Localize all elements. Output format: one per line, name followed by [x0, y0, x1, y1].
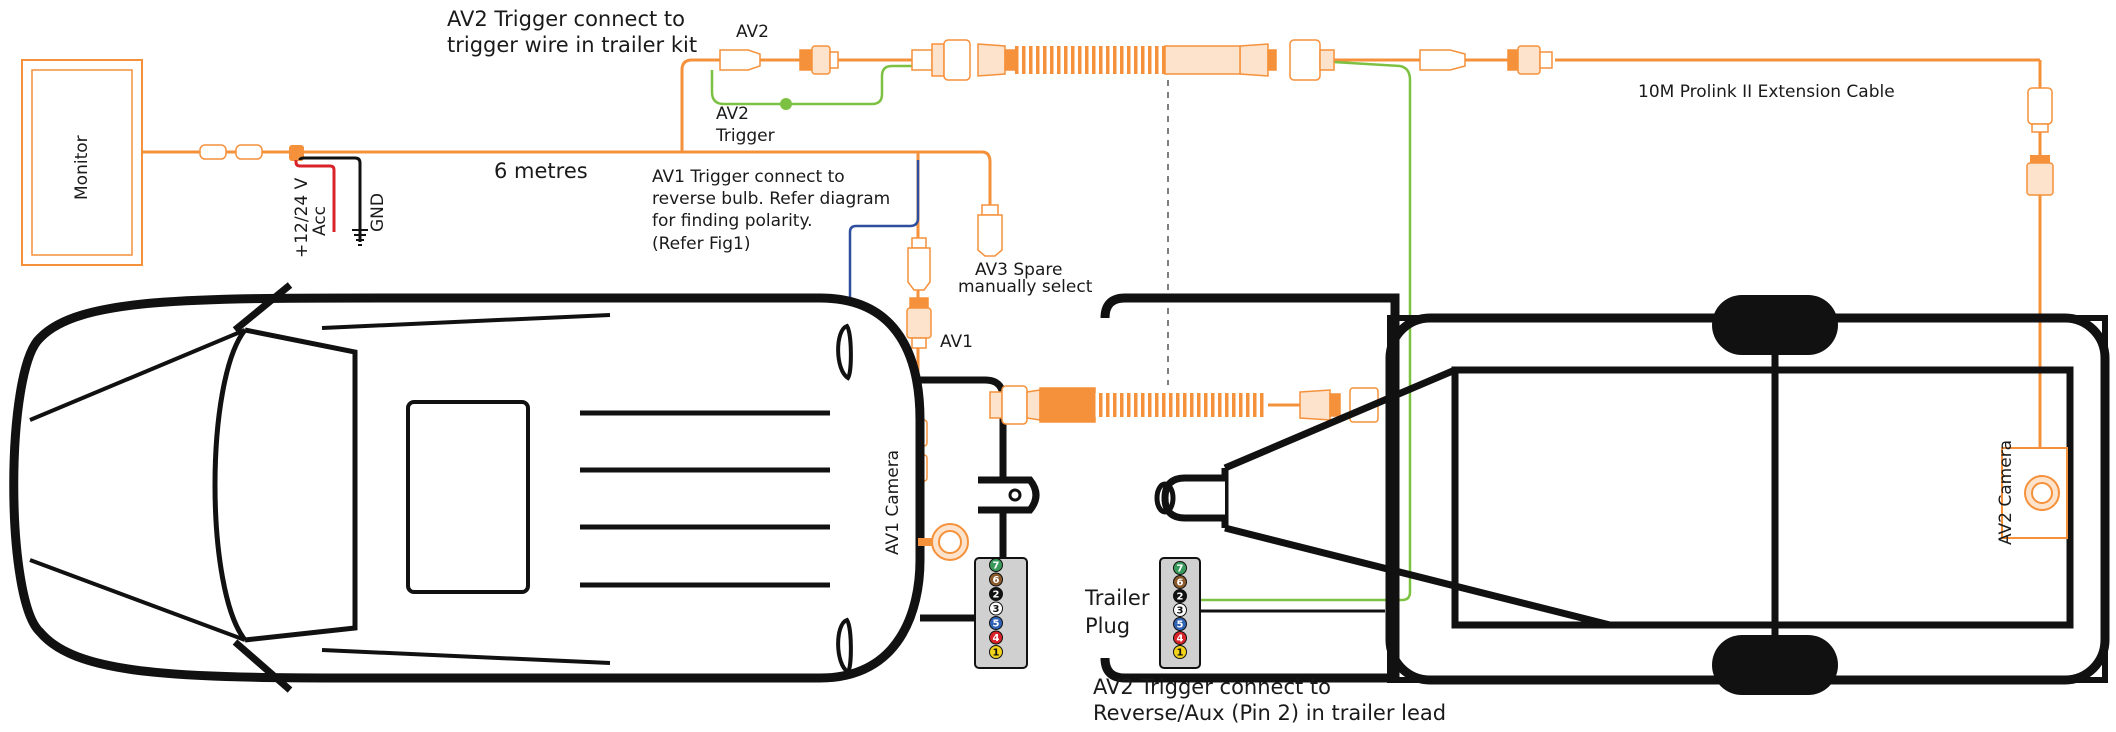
av2-reverse-label-line1: AV2 Trigger connect to: [1093, 675, 1331, 699]
car-socket-pin-3: [989, 601, 1003, 616]
trailer-plug-pins: 7 6 2 3 5 4 1: [1173, 561, 1187, 659]
trailer-plug-pin-3: [1173, 603, 1187, 617]
trailer-wheels: [1712, 295, 1838, 695]
av1-camera-label: AV1 Camera: [883, 449, 903, 555]
av3-label-line2: manually select: [958, 277, 1093, 297]
gnd-label: GND: [368, 193, 388, 232]
trailer-plug-pin-4: [1173, 631, 1187, 645]
monitor-label: Monitor: [72, 135, 92, 200]
top-coil-cable-plug: [1164, 45, 1241, 75]
trailer-plug-pin-2: [1173, 589, 1187, 603]
av2-trigger-kit-label-line2: trigger wire in trailer kit: [447, 33, 698, 57]
av2-camera-label: AV2 Camera: [1996, 439, 2016, 545]
av2-reverse-label-line2: Reverse/Aux (Pin 2) in trailer lead: [1093, 701, 1447, 725]
trailer-plug-pin-5: [1173, 617, 1187, 631]
extension-cable-label: 10M Prolink II Extension Cable: [1638, 82, 1895, 102]
car-socket-pin-number-3: 3: [993, 604, 1000, 615]
car-socket-pin-1: [989, 645, 1003, 659]
av1-trigger-label-line2: reverse bulb. Refer diagram: [652, 189, 891, 209]
trailer-plug-pin-6: [1173, 575, 1187, 589]
av2-camera: [2001, 87, 2068, 539]
monitor: [21, 59, 143, 266]
av1-trigger-label-line4: (Refer Fig1): [652, 234, 751, 254]
car-socket-pin-number-4: 4: [993, 633, 1000, 644]
trigger-junction: [780, 98, 792, 110]
av3-label-line1: AV3 Spare: [975, 260, 1063, 280]
av1-trigger-label-line3: for finding polarity.: [652, 211, 813, 231]
av2-trigger-wires: [710, 58, 1412, 602]
trailer: [1100, 293, 2110, 685]
car-trailer-socket: 7 6 2 3 5 4 1: [974, 557, 1028, 669]
harness-inline-connectors: [199, 144, 304, 161]
trailer-plug-pin-number-7: 7: [1177, 564, 1184, 575]
av1-trigger-label-line1: AV1 Trigger connect to: [652, 167, 845, 187]
trailer-plug-pin-number-4: 4: [1177, 634, 1184, 645]
av1-label: AV1: [940, 332, 973, 352]
trailer-plug-label-line2: Plug: [1085, 614, 1131, 638]
av2-trigger-kit-label-line1: AV2 Trigger connect to: [447, 7, 685, 31]
trailer-plug-pin-number-1: 1: [1177, 648, 1184, 659]
trailer-plug-pin-number-2: 2: [1177, 592, 1184, 603]
trailer-plug-pin-number-6: 6: [1177, 578, 1184, 589]
car-socket-pin-2: [989, 587, 1003, 601]
power-label-line2: Acc: [310, 205, 330, 236]
trailer-plug: 7 6 2 3 5 4 1: [1159, 557, 1385, 669]
middle-coil: [1095, 393, 1265, 417]
car-socket-pin-6: [989, 572, 1003, 587]
car-socket-pin-5: [989, 616, 1003, 630]
trailer-plug-pin-1: [1173, 645, 1187, 659]
av1-trigger-wire: [848, 160, 920, 303]
top-connectors: [719, 39, 1553, 81]
av1-camera: [918, 523, 969, 561]
car-socket-pin-number-2: 2: [993, 590, 1000, 601]
car-socket-pin-number-5: 5: [993, 619, 1000, 630]
middle-coil-cable: [989, 385, 1379, 425]
trailer-plug-pin-number-5: 5: [1177, 620, 1184, 631]
car-socket-pin-7: [989, 558, 1003, 572]
ground-symbol: [352, 229, 368, 246]
car-socket-pin-number-6: 6: [993, 575, 1000, 586]
car-socket-pins: 7 6 2 3 5 4 1: [989, 558, 1003, 659]
trailer-plug-pin-number-3: 3: [1177, 606, 1184, 617]
av2-trigger-label-line2: Trigger: [716, 126, 775, 146]
power-wires: [294, 156, 362, 242]
trailer-plug-pin-7: [1173, 561, 1187, 575]
av3-connector: [977, 204, 1003, 257]
top-coil-cable: [1015, 46, 1165, 74]
car-socket-pin-number-7: 7: [993, 561, 1000, 572]
av2-trigger-label-line1: AV2: [716, 104, 749, 124]
trailer-plug-label-line1: Trailer: [1085, 586, 1150, 610]
car-socket-pin-number-1: 1: [993, 648, 1000, 659]
av2-top-label: AV2: [736, 22, 769, 42]
car-socket-pin-4: [989, 630, 1003, 645]
cable-length-label: 6 metres: [494, 159, 588, 183]
